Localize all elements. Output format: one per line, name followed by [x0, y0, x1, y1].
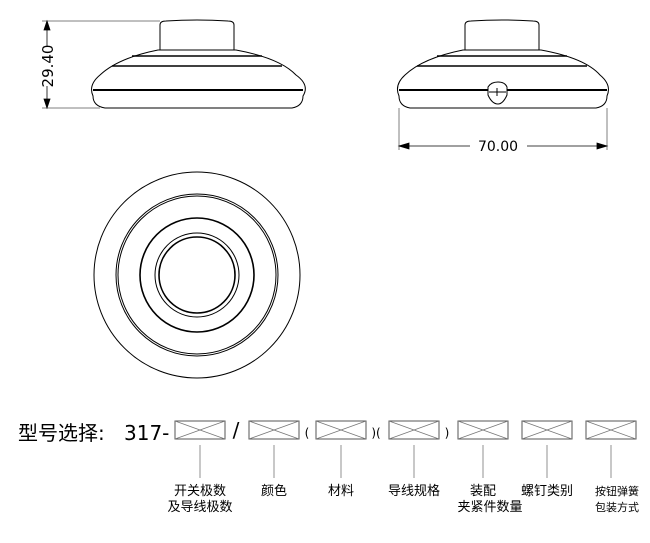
option-box	[248, 420, 300, 440]
option-label: 颜色	[261, 483, 287, 499]
separator: )	[445, 426, 450, 440]
option-box	[315, 420, 367, 440]
option-label: 包装方式	[595, 500, 639, 514]
option-box	[388, 420, 440, 440]
option-label: 及导线极数	[167, 500, 232, 515]
knob-outline	[464, 19, 540, 50]
model-code: 317-	[124, 421, 169, 445]
body-outline	[91, 49, 306, 109]
top-view	[93, 171, 301, 379]
separator: (	[305, 426, 310, 440]
width-label: 70.00	[478, 139, 518, 155]
option-box	[585, 420, 637, 440]
option-label: 导线规格	[388, 483, 440, 499]
width-dimension	[397, 108, 609, 150]
side-view-rear	[397, 19, 609, 109]
body-outline	[397, 49, 609, 109]
model-prefix: 型号选择:	[18, 421, 105, 445]
knob-outline	[159, 19, 235, 50]
separator: /	[233, 418, 240, 442]
height-dimension	[42, 19, 160, 110]
side-view-front	[91, 19, 306, 109]
option-label: 夹紧件数量	[457, 500, 522, 515]
option-box	[457, 420, 509, 440]
separator: )(	[371, 426, 380, 440]
option-label: 材料	[328, 484, 354, 499]
option-box	[521, 420, 573, 440]
option-label: 装配	[470, 484, 496, 499]
option-label: 按钮弹簧	[595, 484, 639, 498]
option-label: 螺钉类别	[521, 484, 573, 499]
option-box	[174, 420, 226, 440]
height-label: 29.40	[39, 45, 57, 88]
option-label: 开关极数	[174, 484, 226, 499]
